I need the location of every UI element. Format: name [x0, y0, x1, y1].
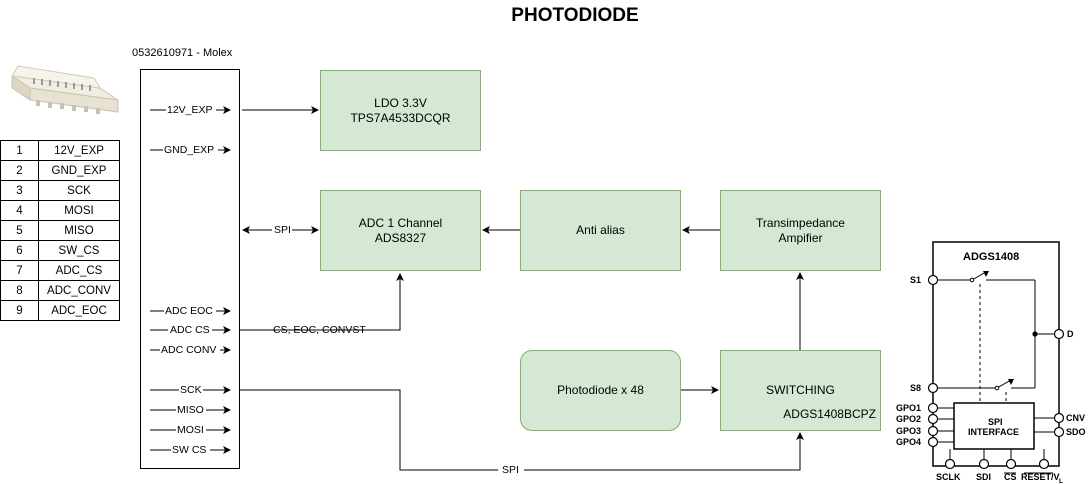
port-adc-conv: ADC CONV [161, 344, 217, 356]
adgs1408-schematic: ADGS1408 S1 S8 D GPO1 GPO2 GPO3 GPO4 SPI… [896, 241, 1086, 484]
ldo-block[interactable]: LDO 3.3V TPS7A4533DCQR [320, 70, 481, 151]
adgs-pin-gpo1: GPO1 [896, 403, 921, 413]
adgs-interface-label: INTERFACE [968, 427, 1019, 437]
adgs-pin-d: D [1067, 329, 1074, 339]
port-sck: SCK [180, 384, 202, 396]
port-adc-eoc: ADC EOC [165, 305, 213, 317]
adgs-pin-s8: S8 [910, 383, 921, 393]
adgs-pin-gpo3: GPO3 [896, 426, 921, 436]
adgs-pin-gpo2: GPO2 [896, 414, 921, 424]
adgs-pin-sdi: SDI [976, 472, 991, 482]
port-sw-cs: SW CS [172, 444, 207, 456]
port-miso: MISO [177, 404, 204, 416]
diagram-title: PHOTODIODE [511, 5, 639, 26]
connector-part-caption: 0532610971 - Molex [132, 47, 233, 59]
adgs-pin-gpo4: GPO4 [896, 437, 921, 447]
adgs-pin-cs: CS [1004, 472, 1017, 482]
adc-label: ADC 1 Channel [358, 215, 443, 230]
pin-signal: 12V_EXP [38, 140, 120, 161]
pin-signal: ADC_CONV [38, 280, 120, 301]
adgs-pin-cnv: CNV [1066, 413, 1085, 423]
port-12v-exp: 12V_EXP [167, 104, 213, 116]
switching-label: SWITCHING [766, 383, 835, 397]
tia-label: Transimpedance [756, 215, 845, 230]
adgs-pin-sclk: SCLK [936, 472, 961, 482]
pin-signal: SCK [38, 180, 120, 201]
port-gnd-exp: GND_EXP [164, 144, 215, 156]
photodiode-label: Photodiode x 48 [557, 383, 644, 397]
adgs-pin-reset: RESET/V [1021, 472, 1060, 482]
port-mosi: MOSI [177, 424, 204, 436]
anti-alias-block[interactable]: Anti alias [520, 190, 681, 271]
wire-label-cs-eoc-convst: CS, EOC, CONVST [273, 324, 366, 336]
adgs-title: ADGS1408 [963, 251, 1019, 263]
adgs-pin-s1: S1 [910, 275, 921, 285]
switching-part: ADGS1408BCPZ [783, 407, 876, 421]
molex-connector-image [11, 65, 119, 114]
wire-label-spi-bottom: SPI [502, 464, 519, 476]
anti-alias-label: Anti alias [576, 223, 625, 237]
wire-label-spi-top: SPI [274, 224, 291, 236]
pin-signal: ADC_EOC [38, 300, 120, 321]
adgs-spi-label: SPI [988, 417, 1003, 427]
adc-part: ADS8327 [374, 230, 427, 245]
tia-label-2: Ampifier [778, 230, 823, 245]
transimpedance-block[interactable]: Transimpedance Ampifier [720, 190, 881, 271]
port-adc-cs: ADC CS [170, 324, 210, 336]
pin-signal: MISO [38, 220, 120, 241]
ldo-label: LDO 3.3V [374, 95, 427, 110]
pin-signal: ADC_CS [38, 260, 120, 281]
photodiode-block[interactable]: Photodiode x 48 [520, 350, 681, 431]
ldo-part: TPS7A4533DCQR [350, 110, 451, 125]
connector-block[interactable] [140, 69, 240, 469]
adc-block[interactable]: ADC 1 Channel ADS8327 [320, 190, 481, 271]
adgs-pin-reset-sub: L [1059, 478, 1063, 484]
switching-block[interactable]: SWITCHING ADGS1408BCPZ [720, 350, 881, 431]
adgs-pin-sdo: SDO [1066, 427, 1086, 437]
